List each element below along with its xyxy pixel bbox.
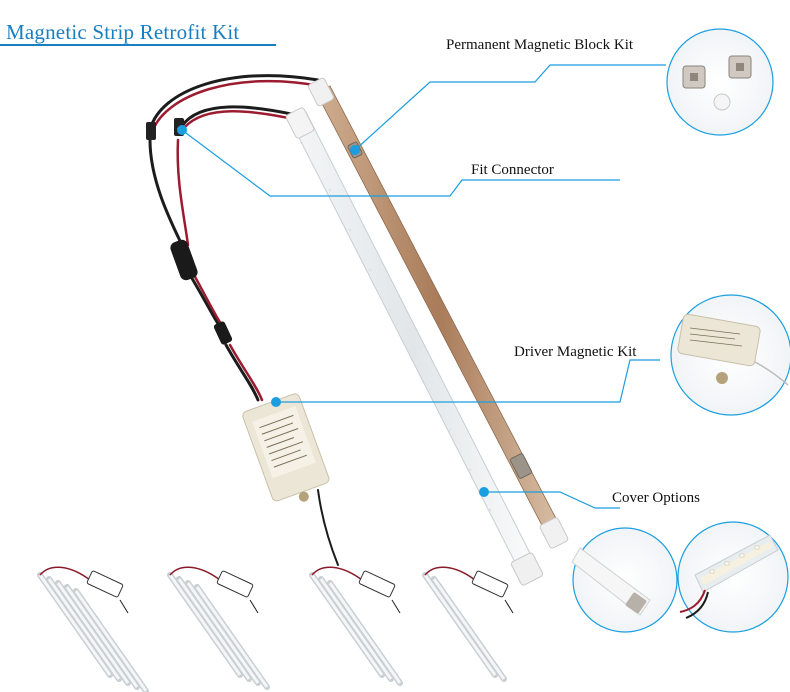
variant-wire	[39, 566, 91, 581]
title-underline	[0, 44, 276, 46]
variant-set-4	[422, 566, 514, 682]
label-cover-options: Cover Options	[612, 490, 700, 506]
inset-magnetic-block	[666, 28, 774, 136]
callout-dot-cover	[479, 487, 489, 497]
label-fit-connector: Fit Connector	[471, 162, 554, 178]
label-block-kit: Permanent Magnetic Block Kit	[446, 37, 634, 53]
variant-wire	[311, 566, 363, 581]
variant-driver	[216, 570, 254, 598]
y-splitter	[170, 239, 198, 281]
variant-sets	[37, 566, 514, 692]
magnetic-led-strip	[308, 77, 569, 549]
diffuser-tube	[285, 107, 544, 586]
page-title: Magnetic Strip Retrofit Kit	[6, 20, 240, 44]
variant-set-2	[167, 566, 270, 690]
variant-driver	[358, 570, 396, 598]
variant-set-1	[37, 566, 149, 692]
led-driver	[242, 393, 330, 502]
variant-wire	[169, 566, 221, 581]
inset-driver	[670, 294, 790, 416]
inset-cover-opal	[571, 527, 678, 633]
callout-lines	[181, 64, 666, 509]
label-driver-kit: Driver Magnetic Kit	[514, 344, 637, 360]
callout-dot-block-kit	[350, 145, 360, 155]
variant-driver	[86, 570, 124, 598]
variant-driver	[471, 570, 509, 598]
inline-connector	[213, 321, 233, 345]
inset-cover-clear	[677, 521, 789, 633]
callout-dot-driver	[271, 397, 281, 407]
variant-wire	[424, 566, 476, 581]
variant-set-3	[309, 566, 403, 686]
callout-dot-fit-connector	[177, 125, 187, 135]
wire-connector-left	[146, 122, 156, 140]
